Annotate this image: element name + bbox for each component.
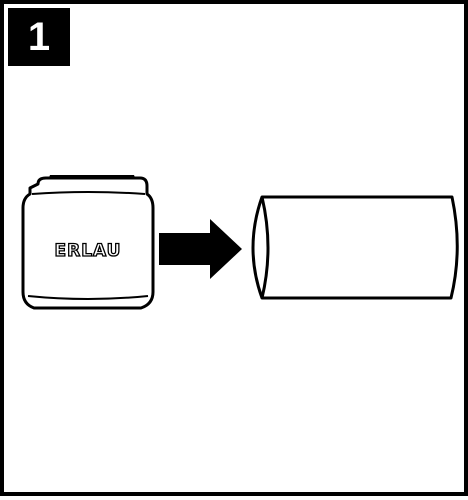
cap-brand-label: ERLAU: [55, 241, 122, 261]
instruction-illustration: ERLAU: [21, 175, 459, 310]
end-cap-icon: ERLAU: [21, 175, 155, 310]
right-arrow-icon: [159, 219, 242, 279]
step-number-badge: 1: [8, 8, 70, 66]
tube-icon: [251, 195, 459, 300]
